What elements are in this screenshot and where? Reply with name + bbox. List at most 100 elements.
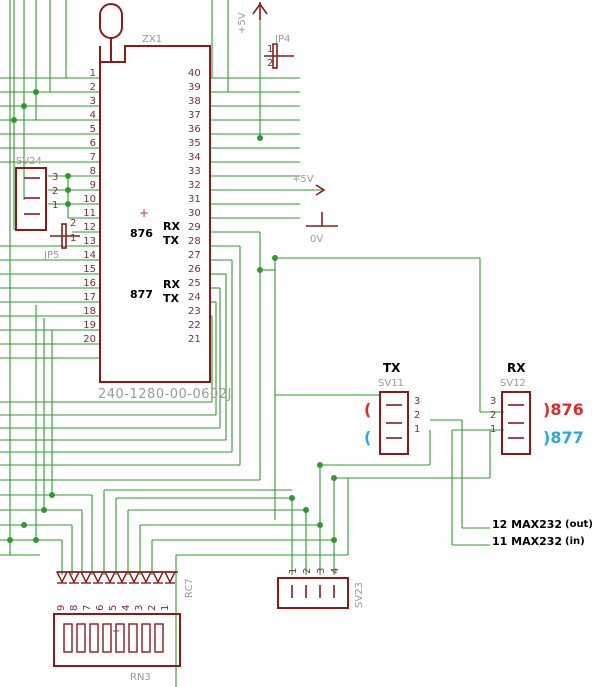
zx1-left-pin-18: 18 bbox=[83, 306, 96, 317]
rn3-name: RN3 bbox=[130, 672, 151, 683]
sv23-name: SV23 bbox=[354, 582, 365, 608]
zx1-right-pin-29: 29 bbox=[188, 222, 201, 233]
jp5-pin2: 2 bbox=[70, 218, 76, 229]
zx1-left-pin-3: 3 bbox=[90, 96, 96, 107]
sv12-pin2: 2 bbox=[490, 410, 496, 421]
port-877-number: 877 bbox=[130, 288, 153, 301]
zx1-left-pin-13: 13 bbox=[83, 236, 96, 247]
sv12-name: SV12 bbox=[500, 378, 526, 389]
rc7-name: RC7 bbox=[184, 578, 195, 598]
zero-v-label: 0V bbox=[310, 234, 323, 245]
sv11-paren-red: ( bbox=[364, 400, 371, 419]
sv11-title: TX bbox=[383, 361, 401, 375]
sv11-pin2: 2 bbox=[414, 410, 420, 421]
rn3-resistor-7 bbox=[141, 623, 151, 653]
zx1-left-pin-19: 19 bbox=[83, 320, 96, 331]
zx1-right-pin-22: 22 bbox=[188, 320, 201, 331]
zx1-right-pin-33: 33 bbox=[188, 166, 201, 177]
zx1-right-pin-34: 34 bbox=[188, 152, 201, 163]
rn3-resistor-3 bbox=[89, 623, 99, 653]
sv11-name: SV11 bbox=[378, 378, 404, 389]
zx1-right-pin-31: 31 bbox=[188, 194, 201, 205]
port-876-number: 876 bbox=[130, 227, 153, 240]
zx1-right-pin-24: 24 bbox=[188, 292, 201, 303]
max232-pin12: 12 MAX232 bbox=[492, 518, 562, 531]
jp5-pin1: 1 bbox=[70, 233, 76, 244]
rn3-resistor-6 bbox=[128, 623, 138, 653]
sv23-pin4: 4 bbox=[330, 568, 341, 574]
rc7-array: RC7 bbox=[55, 571, 195, 598]
port-876-tx: TX bbox=[163, 234, 180, 247]
sv23-pin3: 3 bbox=[316, 568, 327, 574]
zx1-name: ZX1 bbox=[142, 34, 162, 45]
zx1-left-pin-8: 8 bbox=[90, 166, 96, 177]
zx1-right-pin-21: 21 bbox=[188, 334, 201, 345]
plus5v-top-label: +5V bbox=[237, 12, 248, 34]
zx1-right-pin-39: 39 bbox=[188, 82, 201, 93]
port-876-rx: RX bbox=[163, 220, 180, 233]
sv12-title: RX bbox=[507, 361, 526, 375]
rn3-resistor-2 bbox=[76, 623, 86, 653]
plus5v-right-label: +5V bbox=[292, 174, 314, 185]
zx1-chip: ZX1 240-1280-00-0602J 123456789101112131… bbox=[83, 3, 232, 402]
zx1-right-pin-32: 32 bbox=[188, 180, 201, 191]
rc7-diode-7 bbox=[127, 571, 141, 584]
plus5v-top-symbol: +5V bbox=[237, 2, 268, 34]
sv12-label-877: )877 bbox=[543, 428, 584, 447]
zx1-right-pin-30: 30 bbox=[188, 208, 201, 219]
zx1-left-pin-15: 15 bbox=[83, 264, 96, 275]
rn3-resistor-1 bbox=[63, 623, 73, 653]
sv24-pin3: 3 bbox=[52, 172, 58, 183]
zx1-left-pin-11: 11 bbox=[83, 208, 96, 219]
rc7-diode-6 bbox=[115, 571, 129, 584]
rn3-pin-7: 7 bbox=[82, 605, 93, 611]
zero-v-symbol: 0V bbox=[306, 212, 338, 245]
sv24-name: SV24 bbox=[16, 156, 42, 167]
max232-pin11-dir: (in) bbox=[565, 536, 585, 547]
zx1-left-pin-14: 14 bbox=[83, 250, 96, 261]
zx1-right-pin-25: 25 bbox=[188, 278, 201, 289]
rc7-diode-3 bbox=[79, 571, 93, 584]
zx1-body bbox=[99, 45, 211, 383]
rc7-diode-10 bbox=[163, 571, 177, 584]
zx1-right-pin-40: 40 bbox=[188, 68, 201, 79]
zx1-right-pin-38: 38 bbox=[188, 96, 201, 107]
rn3-pin-9: 9 bbox=[56, 605, 67, 611]
rn3-resistor-8 bbox=[154, 623, 164, 653]
zx1-left-pin-5: 5 bbox=[90, 124, 96, 135]
plus5v-arrow-icon bbox=[315, 184, 326, 196]
jp5-name: JP5 bbox=[43, 250, 59, 261]
zx1-left-pin-17: 17 bbox=[83, 292, 96, 303]
zx1-left-pin-10: 10 bbox=[83, 194, 96, 205]
jp4-pin1: 1 bbox=[267, 44, 273, 55]
zx1-left-pin-7: 7 bbox=[90, 152, 96, 163]
sv12-header: RX SV12 3 2 1 )876 )877 bbox=[490, 361, 584, 455]
rn3-pin-2: 2 bbox=[147, 605, 158, 611]
rc7-diode-5 bbox=[103, 571, 117, 584]
rn3-pin-4: 4 bbox=[121, 605, 132, 611]
sv11-paren-blue: ( bbox=[364, 428, 371, 447]
rn3-resistor-5 bbox=[115, 623, 125, 653]
zx1-origin-mark: + bbox=[139, 206, 149, 220]
sv11-header: TX SV11 3 2 1 ( ( bbox=[364, 361, 420, 455]
jp5-jumper: JP5 2 1 bbox=[43, 218, 80, 261]
sv24-pin2: 2 bbox=[52, 186, 58, 197]
jp4-jumper: JP4 1 2 bbox=[264, 34, 294, 69]
zx1-right-pin-23: 23 bbox=[188, 306, 201, 317]
jp4-name: JP4 bbox=[274, 34, 290, 45]
max232-pin12-dir: (out) bbox=[565, 519, 593, 530]
sv11-pin3: 3 bbox=[414, 396, 420, 407]
zx1-right-pin-28: 28 bbox=[188, 236, 201, 247]
rn3-pin-8: 8 bbox=[69, 605, 80, 611]
sv24-header: SV24 3 2 1 bbox=[15, 156, 58, 231]
sv11-pin1: 1 bbox=[414, 424, 420, 435]
max232-pin11: 11 MAX232 bbox=[492, 535, 562, 548]
zx1-antenna-icon bbox=[99, 3, 123, 39]
jp4-pin2: 2 bbox=[267, 58, 273, 69]
rn3-pin-6: 6 bbox=[95, 605, 106, 611]
rc7-diode-9 bbox=[151, 571, 165, 584]
port-877-rx: RX bbox=[163, 278, 180, 291]
zx1-part-number: 240-1280-00-0602J bbox=[98, 387, 232, 402]
sv23-pin2: 2 bbox=[302, 568, 313, 574]
